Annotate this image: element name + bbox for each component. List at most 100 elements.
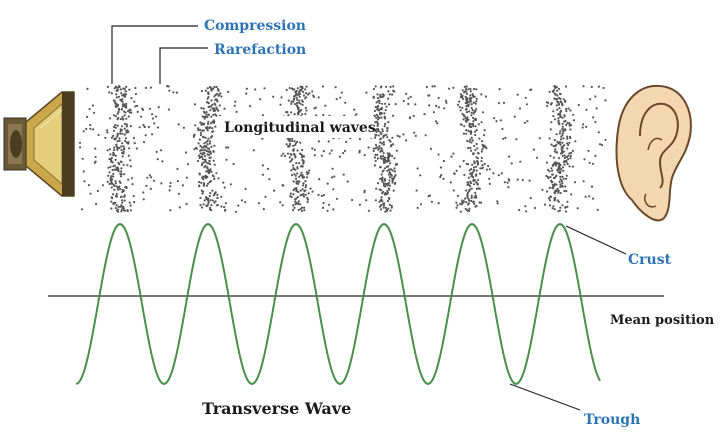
particle <box>212 109 216 113</box>
particle <box>115 192 118 196</box>
particle <box>142 191 145 194</box>
particle <box>466 116 469 119</box>
particle <box>104 136 107 139</box>
particle <box>326 182 329 185</box>
particle <box>148 174 151 177</box>
particle <box>205 170 208 173</box>
particle <box>280 96 283 99</box>
particle <box>467 191 470 194</box>
particle <box>295 162 298 165</box>
particle <box>383 167 386 170</box>
particle <box>220 95 223 98</box>
particle <box>386 189 389 193</box>
crust-label: Crust <box>628 252 672 268</box>
particle <box>202 203 205 206</box>
particle <box>297 182 300 185</box>
particle <box>293 206 296 209</box>
particle <box>375 101 378 104</box>
particle <box>529 196 532 200</box>
particle <box>128 147 131 150</box>
particle <box>82 130 85 133</box>
particle <box>199 131 202 134</box>
particle <box>178 206 181 209</box>
particle <box>552 115 555 118</box>
particle <box>555 143 558 146</box>
particle <box>203 142 206 145</box>
particle <box>551 207 554 210</box>
particle <box>472 166 476 169</box>
particle <box>389 209 392 212</box>
particle <box>481 166 484 169</box>
particle <box>391 136 394 139</box>
particle <box>567 143 570 147</box>
particle <box>261 164 264 167</box>
particle <box>199 128 202 131</box>
particle <box>538 137 541 140</box>
particle <box>290 111 293 114</box>
particle <box>515 138 518 141</box>
particle <box>199 149 202 152</box>
particle <box>595 107 598 110</box>
particle <box>301 206 304 209</box>
particle <box>393 157 396 160</box>
particle <box>297 108 300 111</box>
particle <box>167 85 170 88</box>
particle <box>223 186 226 189</box>
particle <box>202 107 205 110</box>
particle <box>388 93 391 96</box>
particle <box>468 101 471 104</box>
particle <box>565 155 569 159</box>
particle <box>559 143 562 146</box>
transverse-label: Transverse Wave <box>202 399 351 418</box>
particle <box>458 100 461 103</box>
particle <box>201 149 204 152</box>
particle <box>212 113 215 116</box>
particle <box>460 123 463 126</box>
particle <box>108 91 111 94</box>
particle <box>562 98 566 101</box>
particle <box>391 93 394 96</box>
particle <box>502 101 506 104</box>
particle <box>392 114 395 117</box>
particle <box>470 141 473 144</box>
particle <box>109 153 112 156</box>
particle <box>299 203 302 206</box>
particle <box>455 169 458 172</box>
particle <box>561 122 564 125</box>
particle <box>563 156 567 160</box>
particle <box>552 110 555 113</box>
particle <box>566 142 569 145</box>
particle <box>88 107 91 111</box>
particle <box>301 193 304 196</box>
particle <box>554 164 558 167</box>
particle <box>128 201 131 204</box>
particle <box>488 168 491 171</box>
particle <box>474 133 477 137</box>
particle <box>177 192 180 195</box>
particle <box>560 179 564 182</box>
particle <box>471 171 474 174</box>
particle <box>492 172 495 175</box>
particle <box>92 111 96 114</box>
particle <box>375 187 378 190</box>
particle <box>125 106 128 109</box>
particle <box>548 186 551 189</box>
particle <box>472 200 475 203</box>
particle <box>437 202 440 205</box>
particle <box>206 116 209 119</box>
particle <box>212 150 215 153</box>
particle <box>291 157 294 161</box>
particle <box>118 163 121 166</box>
particle <box>206 101 209 104</box>
particle <box>199 152 202 155</box>
particle <box>562 137 565 140</box>
particle <box>384 102 387 105</box>
particle <box>120 125 124 128</box>
particle <box>387 97 390 100</box>
particle <box>120 128 123 132</box>
particle <box>156 158 159 161</box>
particle <box>387 207 390 210</box>
particle <box>384 159 387 162</box>
particle <box>558 132 562 135</box>
particle <box>367 209 370 212</box>
